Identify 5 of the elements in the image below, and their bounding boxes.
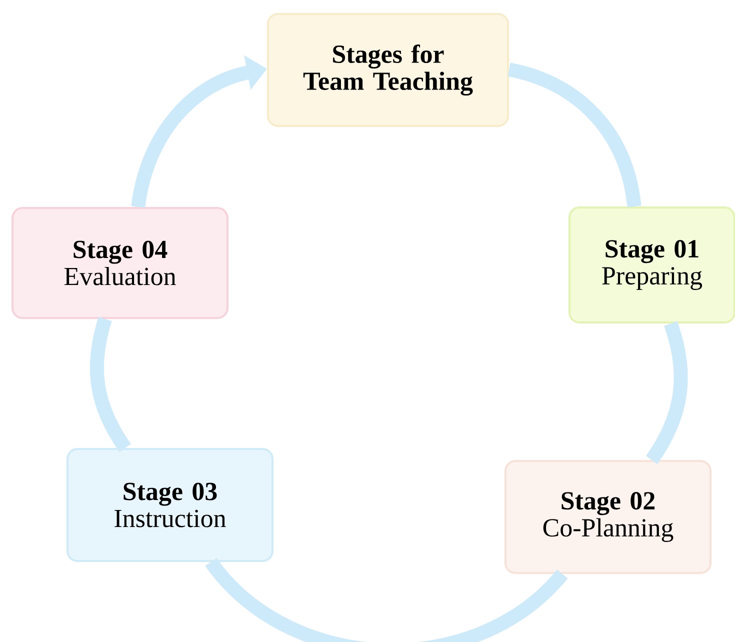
stage-box: Stage 03 Instruction <box>66 448 274 562</box>
stage-box: Stage 04 Evaluation <box>12 207 228 319</box>
stage-box: Stage 01 Preparing <box>568 206 735 324</box>
stage-box: Stages for Team Teaching <box>267 13 509 127</box>
stage-box: Stage 02 Co-Planning <box>504 460 712 574</box>
